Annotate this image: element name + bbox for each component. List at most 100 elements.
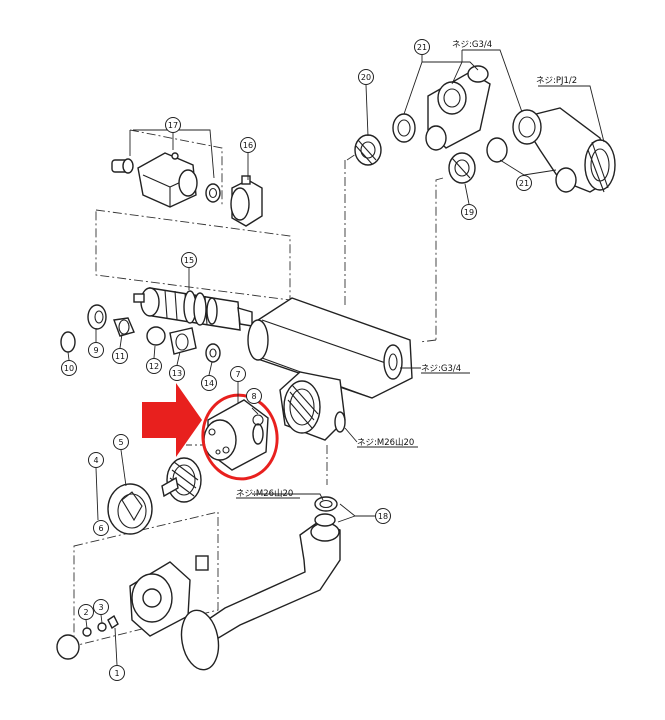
part-21-elbow-right — [512, 107, 616, 193]
callout-c14: 14 — [201, 375, 217, 391]
callout-number: 13 — [172, 369, 182, 378]
callout-c15: 15 — [181, 252, 197, 268]
callout-circle — [169, 365, 185, 381]
callout-circle — [165, 117, 181, 133]
callout-circle — [88, 452, 104, 468]
callout-circle — [181, 252, 197, 268]
part-2-screw — [82, 627, 92, 637]
part-3-washer — [97, 622, 107, 632]
highlight-ring — [201, 393, 279, 481]
callout-circle — [93, 520, 109, 536]
callout-circle — [61, 360, 77, 376]
callout-c20: 20 — [358, 69, 374, 85]
part-14-seat — [205, 343, 221, 363]
callout-circle — [516, 175, 532, 191]
part-12-ball — [146, 326, 166, 346]
callout-circle — [113, 434, 129, 450]
callout-c6: 6 — [93, 520, 109, 536]
callout-number: 18 — [378, 512, 388, 521]
callout-c16: 16 — [240, 137, 256, 153]
callout-c17: 17 — [165, 117, 181, 133]
callout-number: 10 — [64, 364, 74, 373]
callout-circle — [109, 665, 125, 681]
thread-label-top-g34: ネジ:G3/4 — [452, 40, 492, 50]
part-19-connector — [448, 137, 508, 184]
callout-c10: 10 — [61, 360, 77, 376]
callout-c8: 8 — [246, 388, 262, 404]
callout-circle — [78, 604, 94, 620]
callout-circle — [375, 508, 391, 524]
temperature-handle — [56, 555, 209, 660]
callout-number: 20 — [361, 73, 371, 82]
callout-number: 16 — [243, 141, 253, 150]
callout-c7: 7 — [230, 366, 246, 382]
callout-circle — [461, 204, 477, 220]
highlight-arrow — [142, 383, 202, 457]
callout-number: 3 — [98, 603, 103, 612]
small-parts-row — [60, 304, 221, 363]
callout-c1: 1 — [109, 665, 125, 681]
callout-c3: 3 — [93, 599, 109, 615]
callout-number: 14 — [204, 379, 214, 388]
callout-number: 11 — [115, 352, 125, 361]
callout-c21a: 21 — [414, 39, 430, 55]
callout-circle — [201, 375, 217, 391]
part-20-connector — [354, 134, 382, 166]
callout-c18: 18 — [375, 508, 391, 524]
callout-circle — [93, 599, 109, 615]
callout-c21b: 21 — [516, 175, 532, 191]
mixer-body — [247, 297, 413, 441]
part-1-cap — [56, 634, 80, 660]
callout-c11: 11 — [112, 348, 128, 364]
thread-label-m26-lower: ネジ:M26山20 — [236, 488, 293, 499]
callout-number: 4 — [93, 456, 98, 465]
callout-number: 1 — [114, 669, 119, 678]
part-15-cartridge — [133, 287, 253, 331]
callout-number: 17 — [168, 121, 178, 130]
callout-number: 5 — [118, 438, 123, 447]
part-7-highlighted-valve — [203, 399, 269, 471]
part-13-valve — [169, 327, 197, 355]
callout-number: 15 — [184, 256, 194, 265]
callout-circle — [112, 348, 128, 364]
callout-circle — [146, 358, 162, 374]
callout-number: 7 — [235, 370, 240, 379]
thread-label-m26-upper: ネジ:M26山20 — [357, 437, 414, 448]
callout-c4: 4 — [88, 452, 104, 468]
callout-number: 21 — [417, 43, 427, 52]
part-6-spindle — [161, 457, 202, 503]
callout-c12: 12 — [146, 358, 162, 374]
leader-lines — [67, 49, 605, 666]
part-9-washer — [87, 304, 107, 330]
thread-label-top-pj12: ネジ:PJ1/2 — [536, 76, 577, 86]
callout-number: 8 — [251, 392, 256, 401]
callout-number: 2 — [83, 608, 88, 617]
callout-number: 9 — [93, 346, 98, 355]
part-21-elbow-left — [392, 65, 491, 151]
part-5-handle-base — [107, 483, 153, 535]
part-11-nut — [113, 317, 135, 337]
callout-c2: 2 — [78, 604, 94, 620]
callout-number: 6 — [98, 524, 103, 533]
part-8-oring — [252, 414, 264, 426]
callout-circle — [88, 342, 104, 358]
part-18-nut-low — [314, 513, 336, 527]
callout-number: 21 — [519, 179, 529, 188]
callout-circle — [414, 39, 430, 55]
part-16-sleeve — [230, 175, 263, 227]
callout-c19: 19 — [461, 204, 477, 220]
part-17-cap — [111, 152, 221, 208]
callout-number: 12 — [149, 362, 159, 371]
callout-circle — [230, 366, 246, 382]
callout-c9: 9 — [88, 342, 104, 358]
spout — [180, 496, 341, 671]
thread-labels: ネジ:G3/4 ネジ:PJ1/2 ネジ:G3/4 ネジ:M26山20 ネジ:M2… — [236, 40, 577, 499]
part-18-nut-top — [314, 496, 338, 512]
callout-c13: 13 — [169, 365, 185, 381]
part-10-oring — [60, 331, 76, 353]
thread-label-body-g34: ネジ:G3/4 — [421, 364, 461, 374]
callout-circle — [246, 388, 262, 404]
callout-c5: 5 — [113, 434, 129, 450]
